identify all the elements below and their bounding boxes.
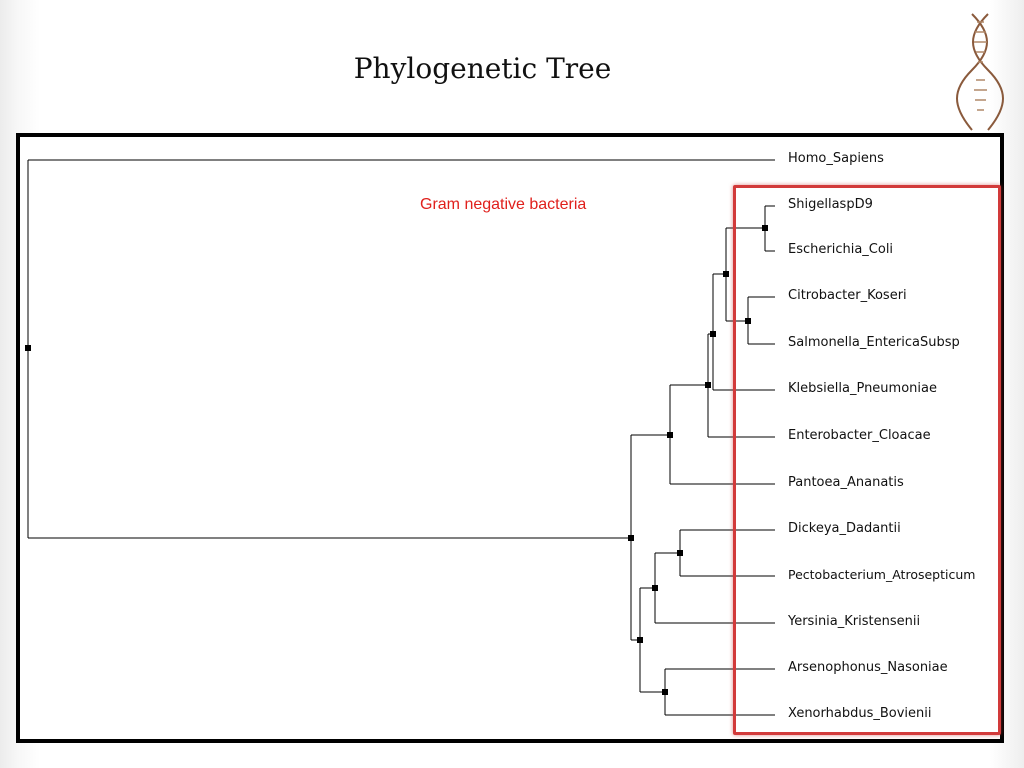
gram-negative-highlight: [733, 185, 1001, 735]
tree-panel: [16, 133, 1004, 743]
dna-helix-icon: [956, 13, 1004, 131]
leaf-label-arsenophonus: Arsenophonus_Nasoniae: [788, 660, 948, 675]
node-kleb-group: [710, 331, 716, 337]
node-dickeya-group: [652, 585, 658, 591]
leaf-label-escherichia: Escherichia_Coli: [788, 242, 894, 257]
node-arseno-xeno: [662, 689, 668, 695]
leaf-label-klebsiella: Klebsiella_Pneumoniae: [788, 381, 937, 396]
node-enterobacteriaceae: [667, 432, 673, 438]
leaf-label-citrobacter: Citrobacter_Koseri: [788, 288, 907, 303]
slide-title: Phylogenetic Tree: [353, 52, 612, 85]
leaf-label-shigella: ShigellaspD9: [788, 197, 873, 212]
node-citro-salmonella: [745, 318, 751, 324]
leaf-label-pantoea: Pantoea_Ananatis: [788, 475, 904, 490]
node-bacteria: [628, 535, 634, 541]
node-root: [25, 345, 31, 351]
leaf-label-xenorhabdus: Xenorhabdus_Bovienii: [788, 706, 932, 721]
node-shigella-ecoli: [762, 225, 768, 231]
node-outgroup: [637, 637, 643, 643]
leaf-label-salmonella: Salmonella_EntericaSubsp: [788, 335, 960, 350]
leaf-label-homo-sapiens: Homo_Sapiens: [788, 151, 884, 166]
node-ecoli-group: [723, 271, 729, 277]
leaf-label-yersinia: Yersinia_Kristensenii: [788, 614, 921, 629]
node-dickeya-pecto: [677, 550, 683, 556]
gram-negative-annotation: Gram negative bacteria: [420, 196, 587, 213]
leaf-label-pectobacterium: Pectobacterium_Atrosepticum: [788, 567, 976, 582]
node-entero-core: [705, 382, 711, 388]
leaf-label-enterobacter: Enterobacter_Cloacae: [788, 428, 931, 443]
leaf-label-dickeya: Dickeya_Dadantii: [788, 521, 901, 536]
